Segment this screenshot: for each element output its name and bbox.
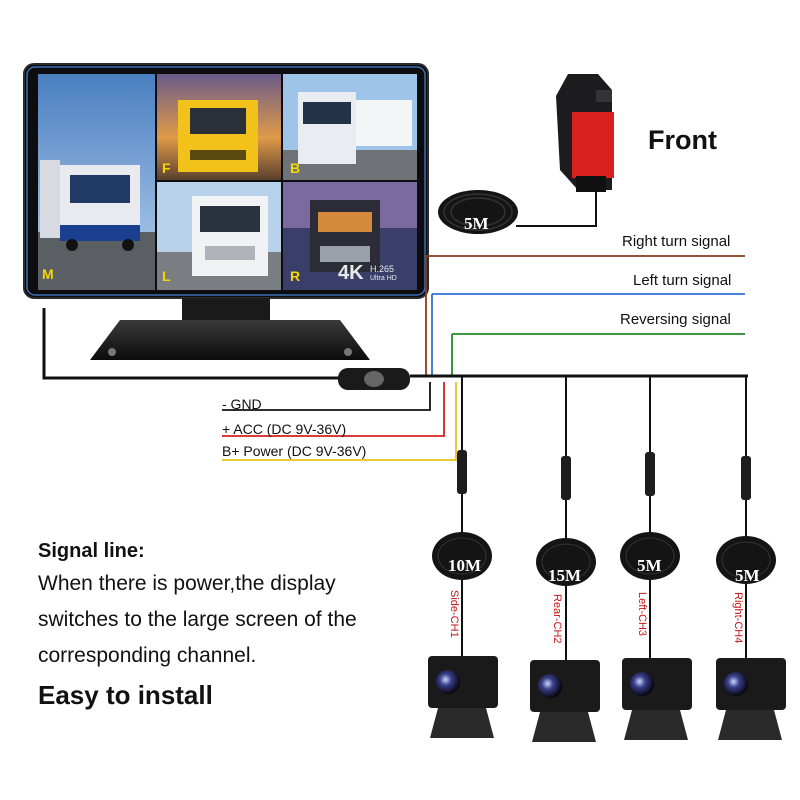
connector-ch4 xyxy=(741,456,751,500)
coil-ch3 xyxy=(620,532,680,580)
channel-label-ch3: Left-CH3 xyxy=(636,592,648,637)
power-wire xyxy=(222,382,457,461)
coil-ch4 xyxy=(716,536,776,584)
monitor xyxy=(23,63,429,360)
acc-label: + ACC (DC 9V-36V) xyxy=(222,421,347,437)
signal-line-title: Signal line: xyxy=(38,540,145,562)
screen-panel-b xyxy=(283,74,417,180)
cable-length-ch4: 5M xyxy=(735,566,760,585)
reversing-signal-label: Reversing signal xyxy=(620,311,731,328)
screen-panel-r xyxy=(283,182,417,290)
monitor-cable xyxy=(42,308,340,380)
coil-ch1 xyxy=(432,532,492,580)
screen-panel-f xyxy=(157,74,281,180)
cable-length-ch3: 5M xyxy=(637,556,662,575)
quadrant-label-m: M xyxy=(42,266,54,282)
camera-ch3 xyxy=(622,658,692,740)
badge-codec: H.265 xyxy=(370,264,395,274)
badge-uhd: Ultra HD xyxy=(370,275,397,282)
connector-ch1 xyxy=(457,450,467,494)
connector-ch3 xyxy=(645,452,655,496)
badge-4k: 4K xyxy=(338,262,364,284)
channel-label-ch2: Rear-CH2 xyxy=(551,594,563,644)
channel-label-ch4: Right-CH4 xyxy=(732,592,744,644)
easy-install-tagline: Easy to install xyxy=(38,680,213,710)
gnd-label: - GND xyxy=(222,396,262,412)
description-line-1: When there is power,the display xyxy=(38,572,336,595)
left-turn-signal-label: Left turn signal xyxy=(633,272,732,289)
front-camera xyxy=(556,74,614,192)
cable-length-ch2: 15M xyxy=(548,566,582,585)
front-cable-coil xyxy=(438,190,518,234)
monitor-stand xyxy=(90,320,370,360)
quadrant-label-b: B xyxy=(290,160,301,176)
channel-label-ch1: Side-CH1 xyxy=(448,590,460,638)
coil-ch2 xyxy=(536,538,596,586)
camera-ch2 xyxy=(530,660,600,742)
gnd-wire xyxy=(222,382,431,411)
front-camera-cable xyxy=(516,192,597,227)
camera-ch1 xyxy=(428,656,498,738)
front-camera-label: Front xyxy=(648,125,717,155)
screen-panel-l xyxy=(157,182,281,290)
camera-ch4 xyxy=(716,658,786,740)
signal-line-description: When there is power,the display switches… xyxy=(38,566,357,674)
description-line-3: corresponding channel. xyxy=(38,644,257,667)
front-cable-length: 5M xyxy=(464,214,489,233)
acc-wire xyxy=(222,382,445,437)
screen-panel-m xyxy=(38,74,155,290)
right-turn-signal-label: Right turn signal xyxy=(622,233,731,250)
quadrant-label-l: L xyxy=(162,268,171,284)
cable-length-ch1: 10M xyxy=(448,556,482,575)
quadrant-label-f: F xyxy=(162,160,171,176)
description-line-2: switches to the large screen of the xyxy=(38,608,357,631)
connector-ch2 xyxy=(561,456,571,500)
quadrant-label-r: R xyxy=(290,268,301,284)
power-label: B+ Power (DC 9V-36V) xyxy=(222,443,367,459)
